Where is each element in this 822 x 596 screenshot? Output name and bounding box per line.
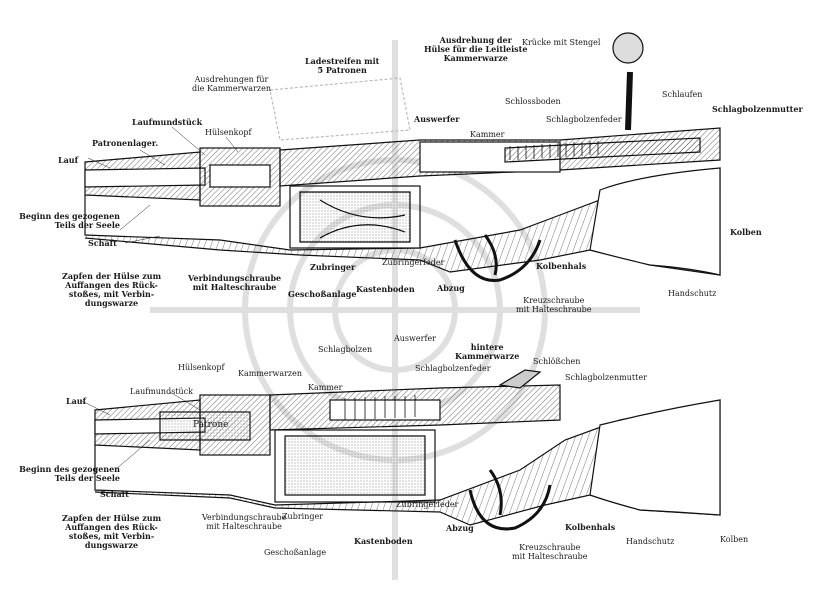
- label-kastenboden-top: Kastenboden: [356, 284, 415, 294]
- label-schloss-bottom: Schlößchen: [533, 357, 581, 366]
- label-schlagbolzen-bottom: Schlagbolzen: [318, 345, 373, 354]
- label-abzug-top: Abzug: [437, 283, 465, 293]
- label-kreuzschraube-bottom: Kreuzschraube mit Halteschraube: [512, 543, 588, 561]
- label-handschutz-top: Handschutz: [668, 289, 717, 298]
- label-schlossboden-top: Schlossboden: [505, 97, 561, 106]
- label-kammerwarzen-bottom: Kammerwarzen: [238, 369, 303, 378]
- label-schlagbolzenfeder-bottom: Schlagbolzenfeder: [415, 364, 491, 373]
- label-laufmundstueck-top: Laufmundstück: [132, 117, 203, 127]
- label-zapfen-top: Zapfen der Hülse zum Auffangen des Rück-…: [62, 271, 162, 308]
- label-lauf-top: Lauf: [58, 155, 79, 165]
- label-lauf-bottom: Lauf: [66, 396, 87, 406]
- label-ausdrehung-top: Ausdrehung der Hülse für die Leitleiste …: [424, 35, 528, 63]
- label-huelsenkopf-bottom: Hülsenkopf: [178, 363, 225, 372]
- label-kolben-top: Kolben: [730, 227, 762, 237]
- label-zubringer-bottom: Zubringer: [282, 512, 324, 521]
- label-kruecke-top: Krücke mit Stengel: [522, 38, 601, 47]
- label-schlaufen-top: Schlaufen: [662, 90, 703, 99]
- label-verbindung-bottom: Verbindungschraube mit Halteschraube: [202, 513, 287, 531]
- label-zubringerfeder-bottom: Zubringerfeder: [396, 500, 459, 509]
- label-auswerfer-top: Auswerfer: [414, 114, 460, 124]
- label-verbindung-top: Verbindungschraube mit Halteschraube: [188, 273, 282, 292]
- label-geschossanlage-top: Geschoßanlage: [288, 289, 357, 299]
- label-huelsenkopf-top: Hülsenkopf: [205, 128, 252, 137]
- label-beginn-top: Beginn des gezogenen Teils der Seele: [19, 211, 120, 230]
- label-ladestreifen-top: Ladestreifen mit 5 Patronen: [305, 56, 380, 75]
- label-geschossanlage-bottom: Geschoßanlage: [264, 548, 327, 557]
- label-kammer-bottom: Kammer: [308, 383, 343, 392]
- label-kreuzschraube-top: Kreuzschraube mit Halteschraube: [516, 296, 592, 314]
- label-laufmundstueck-bottom: Laufmundstück: [130, 387, 194, 396]
- label-beginn-bottom: Beginn des gezogenen Teils der Seele: [19, 464, 120, 483]
- label-zubringer-top: Zubringer: [310, 262, 356, 272]
- label-schlagbolzenmutter-bottom: Schlagbolzenmutter: [565, 373, 647, 382]
- label-kastenboden-bottom: Kastenboden: [354, 536, 413, 546]
- label-kammer-top: Kammer: [470, 130, 505, 139]
- label-auswerfer-bottom: Auswerfer: [394, 334, 436, 343]
- leader-lines: [79, 126, 239, 471]
- label-ausdrehungen-top: Ausdrehungen für die Kammerwarzen: [192, 75, 271, 93]
- label-handschutz-bottom: Handschutz: [626, 537, 675, 546]
- label-kolben-bottom: Kolben: [720, 535, 749, 544]
- label-hintere-bottom: hintere Kammerwarze: [455, 342, 520, 361]
- label-patronenlager-top: Patronenlager.: [92, 138, 159, 148]
- label-zubringerfeder-top: Zubringerfeder: [382, 258, 445, 267]
- label-schaft-bottom: Schaft: [100, 489, 129, 499]
- label-schaft-top: Schaft: [88, 238, 117, 248]
- bottom-rifle: [94, 369, 721, 531]
- label-abzug-bottom: Abzug: [446, 523, 474, 533]
- label-zapfen-bottom: Zapfen der Hülse zum Auffangen des Rück-…: [62, 513, 162, 550]
- label-schlagbolzenmutter-top: Schlagbolzenmutter: [712, 104, 803, 114]
- label-kolbenhals-bottom: Kolbenhals: [565, 522, 616, 532]
- label-patrone-bottom: Patrone: [193, 420, 229, 430]
- label-kolbenhals-top: Kolbenhals: [536, 261, 587, 271]
- label-schlagbolzenfeder-top: Schlagbolzenfeder: [546, 115, 622, 124]
- top-rifle: [84, 32, 721, 282]
